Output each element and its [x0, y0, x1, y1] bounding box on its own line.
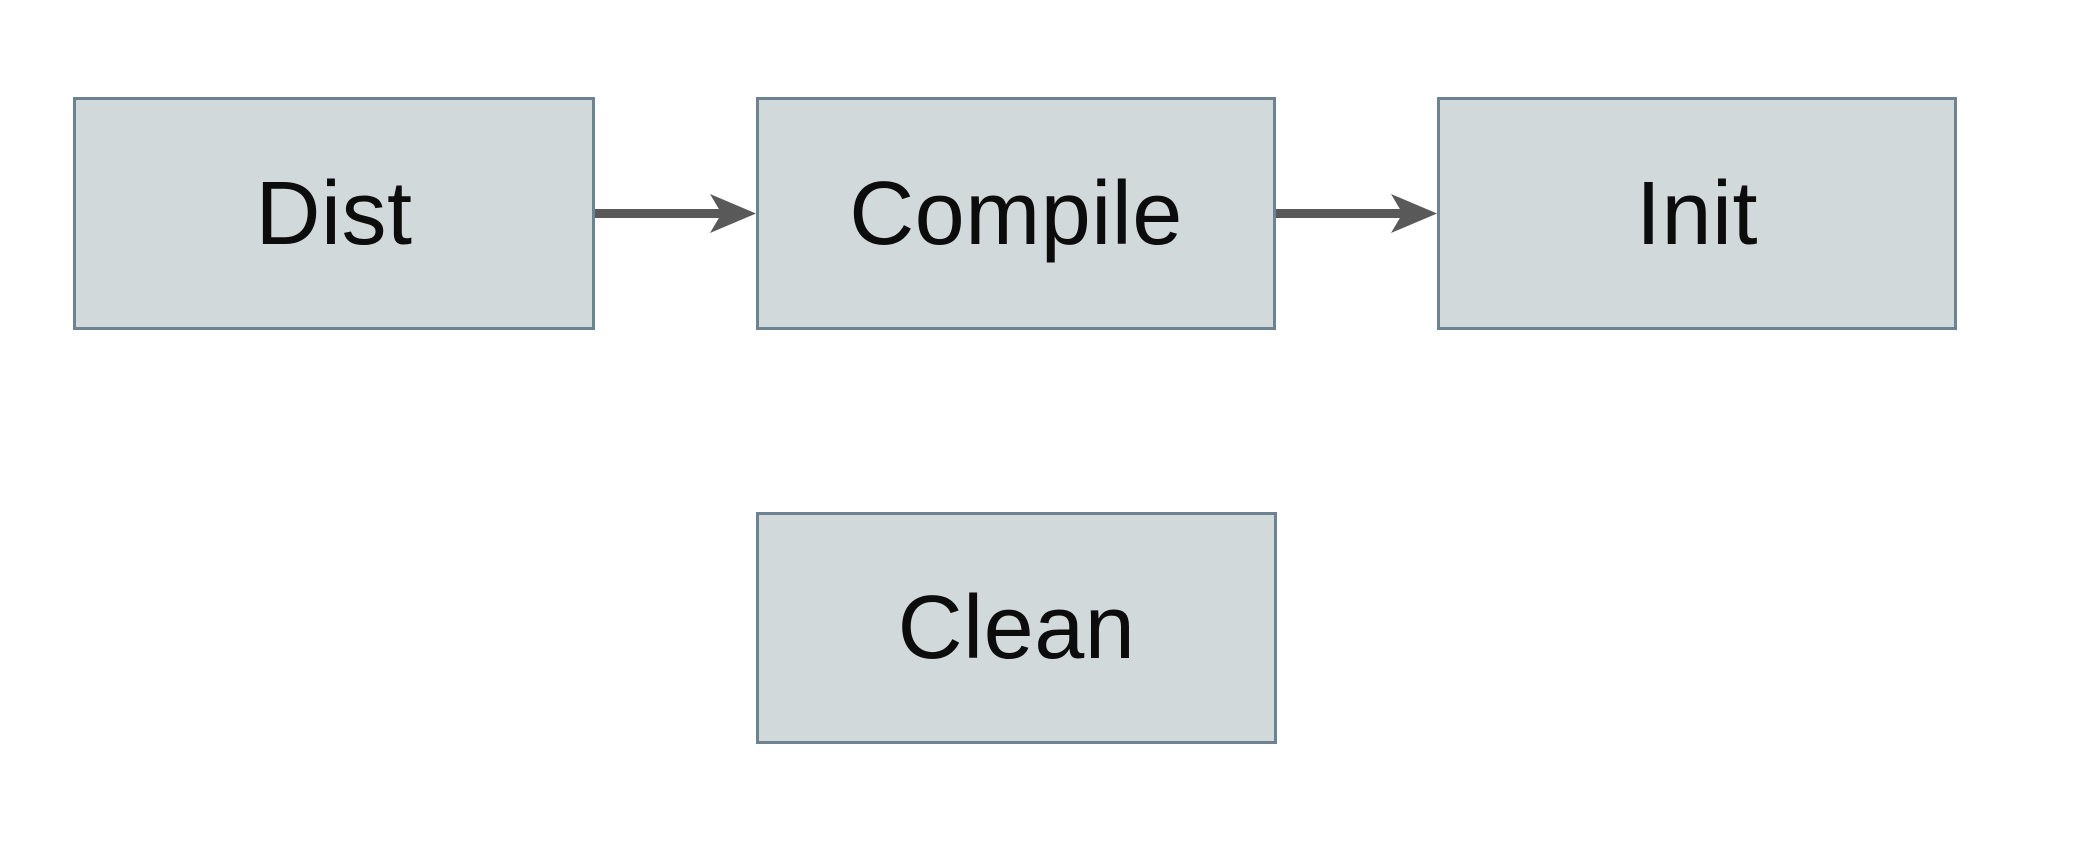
edge-compile-to-init	[1276, 194, 1437, 233]
node-init: Init	[1437, 97, 1957, 330]
edge-dist-to-compile	[595, 194, 756, 233]
node-dist: Dist	[73, 97, 595, 330]
node-clean-label: Clean	[897, 578, 1136, 678]
arrowhead-right-icon	[1391, 194, 1437, 233]
node-dist-label: Dist	[255, 163, 413, 264]
node-clean: Clean	[756, 512, 1277, 744]
node-compile-label: Compile	[849, 163, 1183, 264]
node-compile: Compile	[756, 97, 1276, 330]
arrowhead-right-icon	[710, 194, 756, 233]
node-init-label: Init	[1635, 163, 1759, 264]
